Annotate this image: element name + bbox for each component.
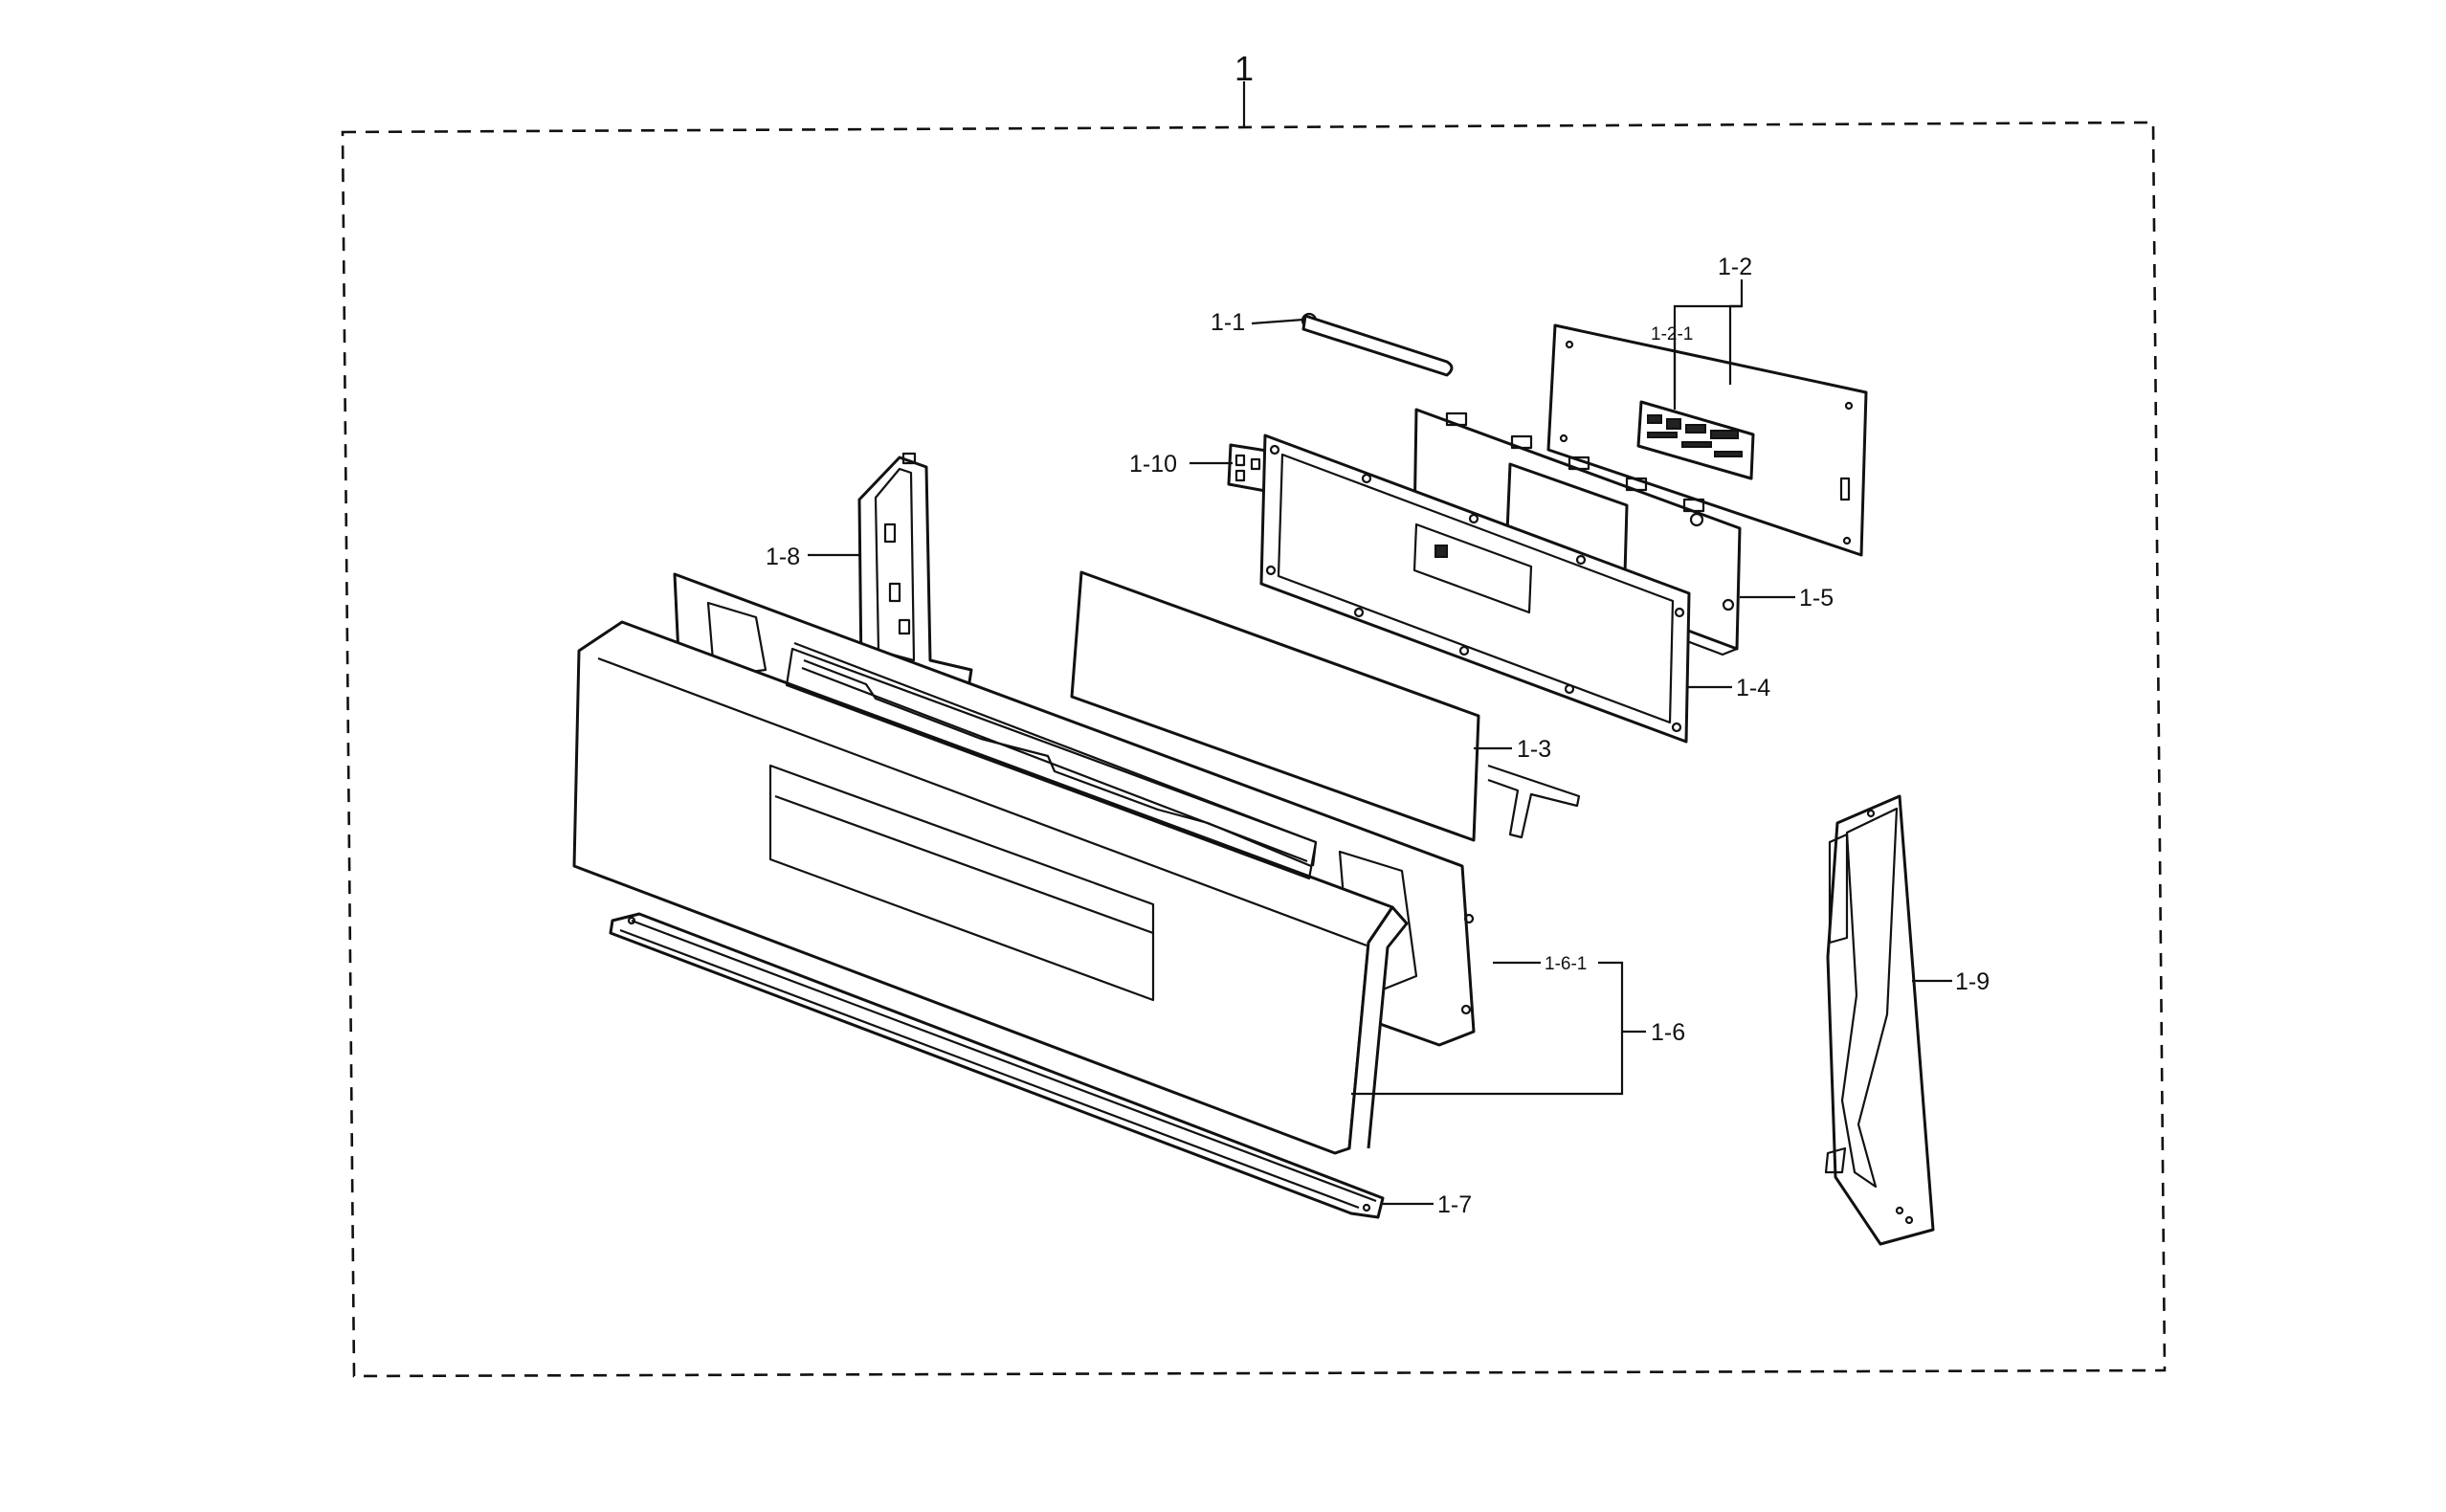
callout-1-2-1: 1-2-1: [1651, 324, 1693, 345]
callout-1-10: 1-10: [1129, 451, 1177, 478]
callout-1-9: 1-9: [1955, 968, 1990, 995]
part-1-6-1-panel-trim: [793, 641, 1318, 868]
part-1-2-1-label-decal: [1636, 400, 1755, 480]
callout-1-3: 1-3: [1517, 736, 1551, 763]
part-1-9-right-bracket: [1824, 794, 1935, 1246]
part-1-1-wire-strap: [1301, 312, 1454, 377]
callout-1-2: 1-2: [1718, 254, 1752, 280]
part-1-4-control-frame: [1259, 434, 1691, 744]
part-1-7-bottom-trim: [609, 912, 1385, 1219]
callout-1-6: 1-6: [1651, 1019, 1685, 1046]
assembly-label: 1: [1234, 49, 1254, 88]
leader-lines: [808, 279, 1952, 1206]
callout-1-5: 1-5: [1799, 585, 1834, 611]
callout-1-6-1: 1-6-1: [1545, 954, 1587, 974]
assembly-boundary: [341, 81, 2167, 1378]
callout-1-8: 1-8: [766, 544, 800, 570]
callout-1-7: 1-7: [1437, 1191, 1472, 1218]
part-1-10-connector: [1227, 443, 1275, 494]
callout-1-1: 1-1: [1211, 309, 1245, 336]
part-1-3-window-glass: [1070, 570, 1581, 842]
callout-1-4: 1-4: [1736, 675, 1770, 701]
